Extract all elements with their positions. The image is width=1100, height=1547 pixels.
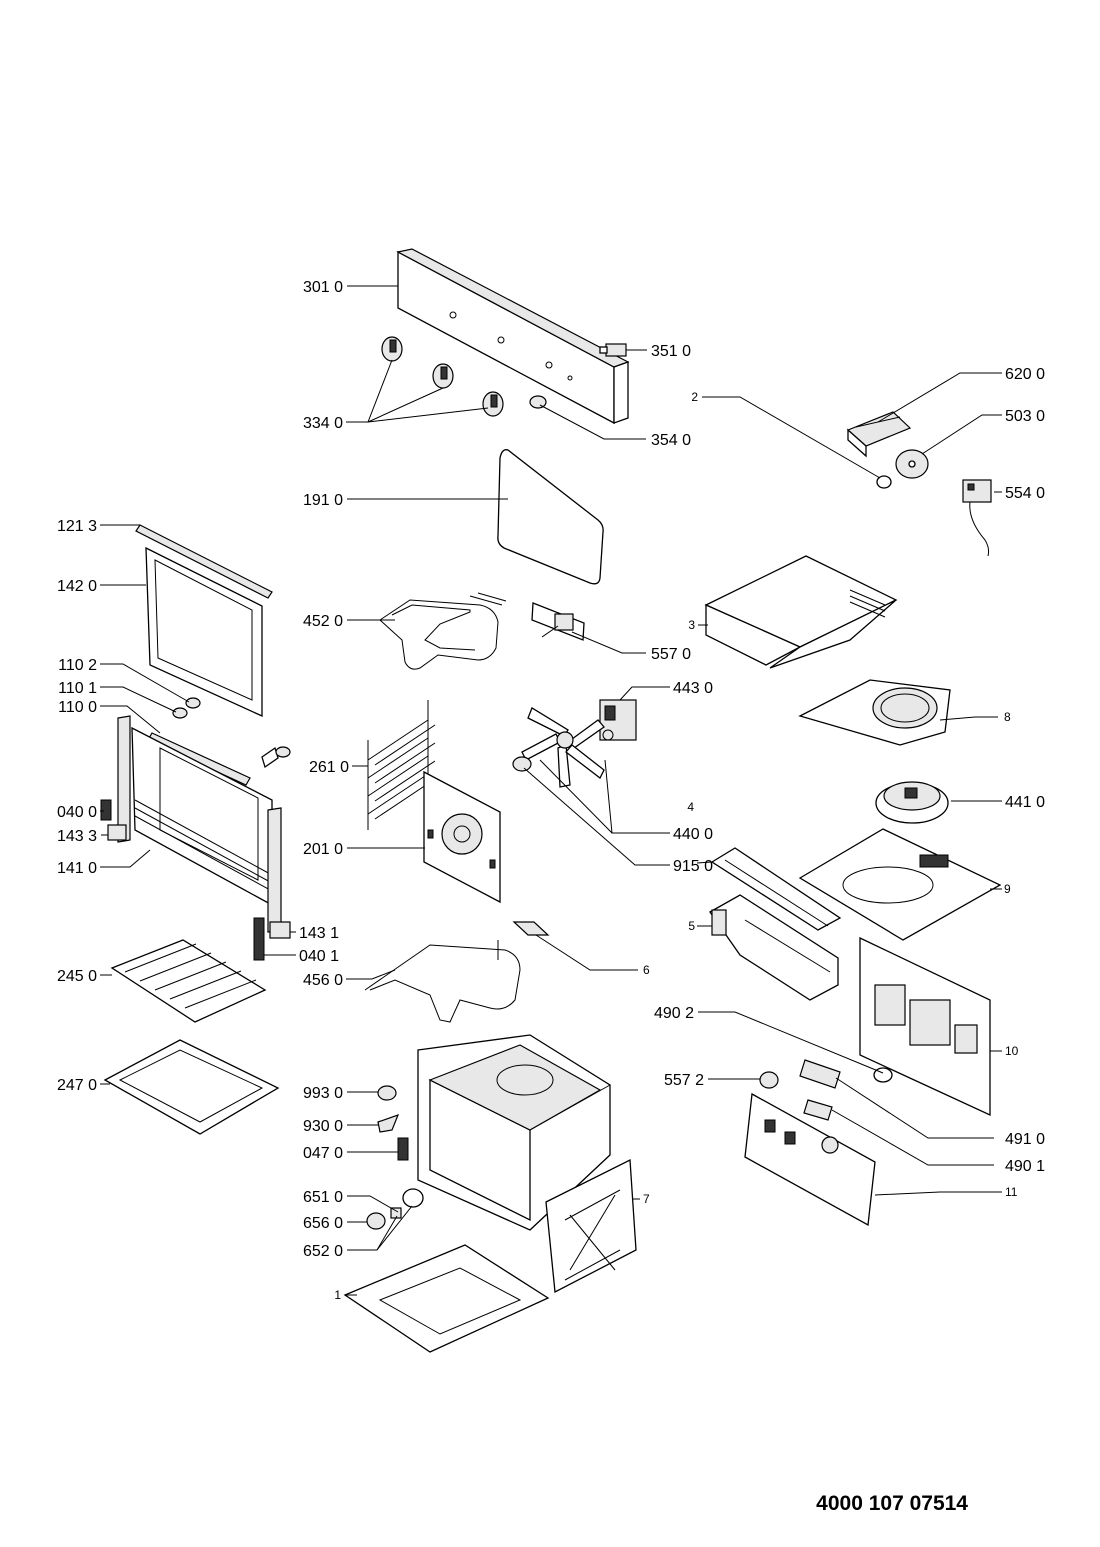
label-6: 6 [643,963,650,977]
label-503-0: 503 0 [1005,408,1045,425]
part-wire-shelf [110,939,267,1023]
part-top-cover [798,828,1002,941]
label-3: 3 [688,618,695,632]
label-245-0: 245 0 [57,968,97,985]
part-outer-glass [145,546,263,718]
label-047-0: 047 0 [303,1145,343,1162]
label-656-0: 656 0 [303,1215,343,1232]
part-switches [759,1059,893,1121]
label-652-0: 652 0 [303,1243,343,1260]
label-490-1: 490 1 [1005,1158,1045,1175]
label-5: 5 [688,919,695,933]
label-456-0: 456 0 [303,972,343,989]
label-915-0: 915 0 [673,858,713,875]
part-fan-motor [599,699,637,741]
label-261-0: 261 0 [309,759,349,776]
part-door-trim-121 [135,524,273,599]
part-button-354 [529,395,547,409]
label-143-3: 143 3 [57,828,97,845]
part-bracket-5 [709,894,839,1001]
label-354-0: 354 0 [651,432,691,449]
part-motor-503 [876,449,929,489]
part-grill-element [379,592,507,670]
label-040-0: 040 0 [57,804,97,821]
label-11: 11 [1005,1185,1018,1199]
document-code: 4000 107 07514 [816,1492,968,1515]
label-110-2: 110 2 [58,657,97,674]
part-control-panel [396,248,630,425]
label-930-0: 930 0 [303,1118,343,1135]
label-490-2: 490 2 [654,1005,694,1022]
label-040-1: 040 1 [299,948,339,965]
part-knobs [381,336,504,417]
part-bottom-plate [343,1244,550,1353]
label-110-1: 110 1 [58,680,97,697]
label-201-0: 201 0 [303,841,343,858]
part-lamp-parts [366,1188,424,1230]
label-620-0: 620 0 [1005,366,1045,383]
label-443-0: 443 0 [673,680,713,697]
part-thermostat-557 [531,602,585,641]
label-2: 2 [691,390,698,404]
label-440-0: 440 0 [673,826,713,843]
part-bottom-element [364,940,521,1023]
label-141-0: 141 0 [57,860,97,877]
part-rear-panel-10 [859,936,991,1117]
part-rail-4 [710,847,842,931]
label-191-0: 191 0 [303,492,343,509]
part-fan-cover [798,679,951,746]
label-452-0: 452 0 [303,613,343,630]
leader-lines [100,285,1002,1296]
part-side-panel-7 [545,1158,637,1294]
label-441-0: 441 0 [1005,794,1045,811]
part-back-panel [423,770,501,904]
label-301-0: 301 0 [303,279,343,296]
part-baking-tray [103,1039,280,1135]
label-110-0: 110 0 [58,699,97,716]
label-491-0: 491 0 [1005,1131,1045,1148]
part-door-inner [117,715,282,933]
part-back-cover [704,555,898,669]
part-hinges [100,799,291,961]
label-651-0: 651 0 [303,1189,343,1206]
part-fan-blade [512,707,605,788]
label-993-0: 993 0 [303,1085,343,1102]
label-334-0: 334 0 [303,415,343,432]
label-557-0: 557 0 [651,646,691,663]
label-10: 10 [1005,1044,1019,1058]
label-143-1: 143 1 [299,925,339,942]
part-bracket-6 [512,921,550,936]
label-9: 9 [1004,882,1011,896]
label-247-0: 247 0 [57,1077,97,1094]
part-small-fittings [377,1085,409,1161]
part-gasket [497,449,604,585]
label-142-0: 142 0 [57,578,97,595]
label-557-2: 557 2 [664,1072,704,1089]
part-thermostat-554 [962,479,992,557]
part-fan-housing [875,781,949,824]
part-labels: 301 0 351 0 334 0 354 0 620 0 503 0 2 55… [57,279,1045,1302]
part-control-board-11 [744,1092,876,1227]
part-glass-clips [147,697,291,786]
label-351-0: 351 0 [651,343,691,360]
label-8: 8 [1004,710,1011,724]
label-7: 7 [643,1192,650,1206]
part-terminal-620 [846,411,912,458]
label-554-0: 554 0 [1005,485,1045,502]
label-1: 1 [334,1288,341,1302]
label-121-3: 121 3 [57,518,97,535]
label-4: 4 [687,800,694,814]
